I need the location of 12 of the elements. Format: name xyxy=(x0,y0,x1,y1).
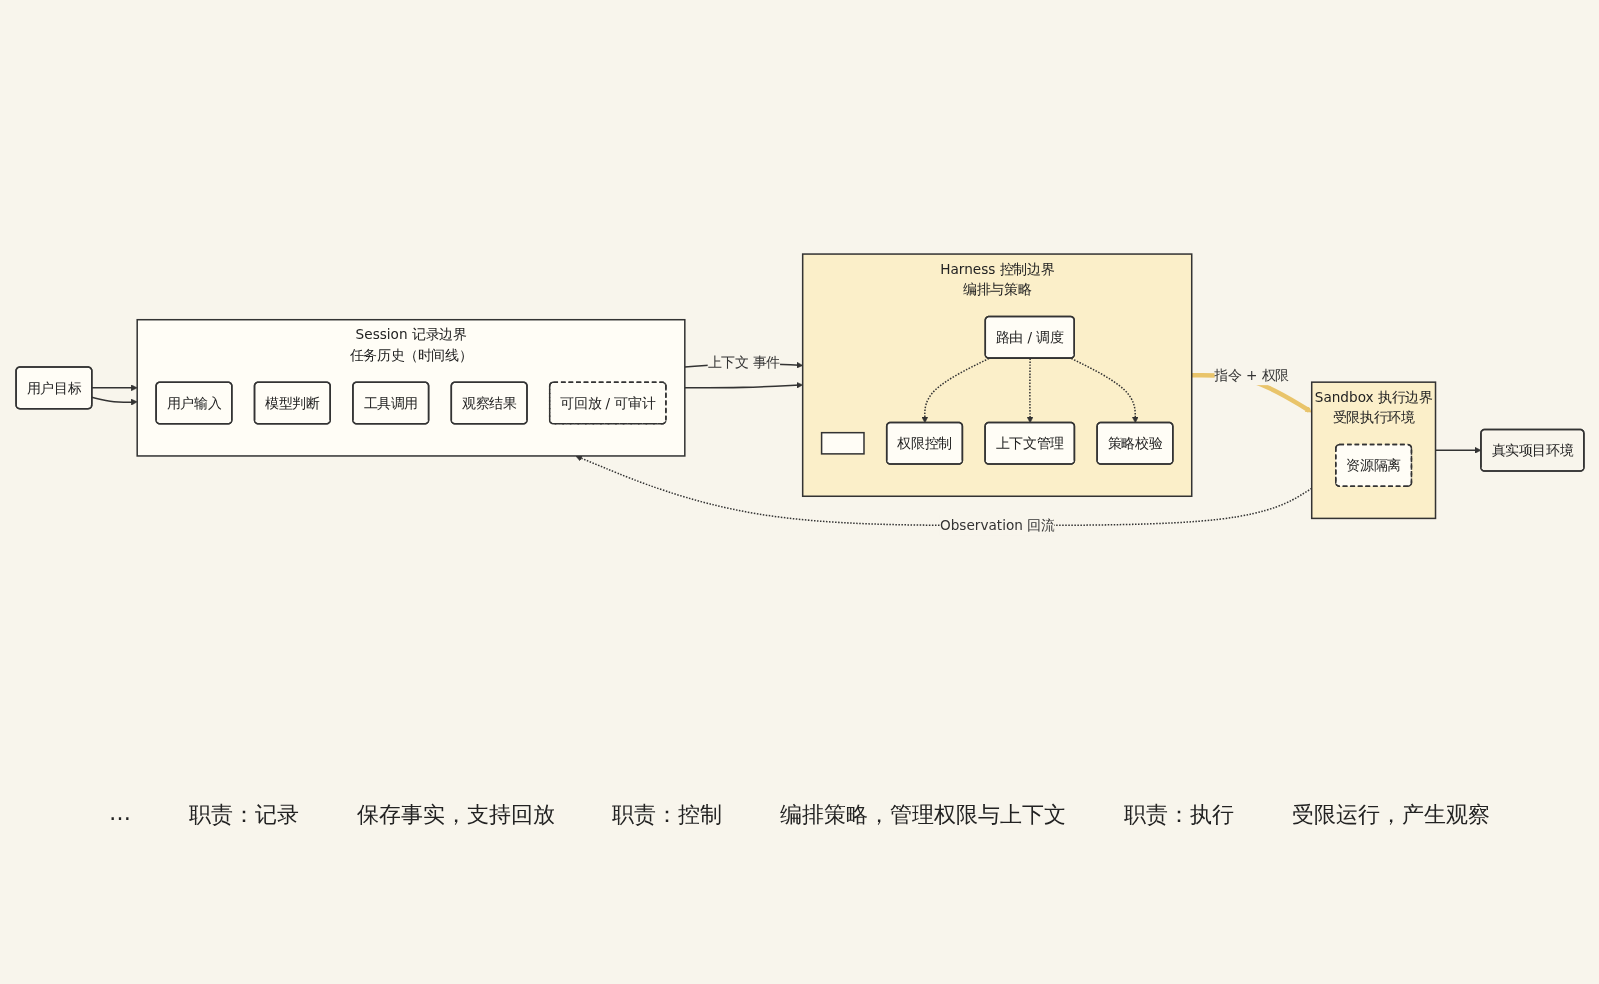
note-text: 保存事实，支持回放 xyxy=(356,801,555,829)
edge-label: 上下文 事件 xyxy=(707,354,780,371)
note-text: 职责：控制 xyxy=(612,801,723,829)
note-text: 受限运行，产生观察 xyxy=(1292,801,1490,829)
note-text: … xyxy=(108,800,131,825)
arrow xyxy=(1070,357,1139,424)
node-box xyxy=(820,432,865,455)
note-text: 编排策略，管理权限与上下文 xyxy=(780,801,1067,829)
edge-label: Observation 回流 xyxy=(939,517,1054,534)
note-text: 职责：执行 xyxy=(1124,801,1235,829)
edge-label: 指令 + 权限 xyxy=(1213,367,1289,384)
note-text: 职责：记录 xyxy=(188,801,299,829)
